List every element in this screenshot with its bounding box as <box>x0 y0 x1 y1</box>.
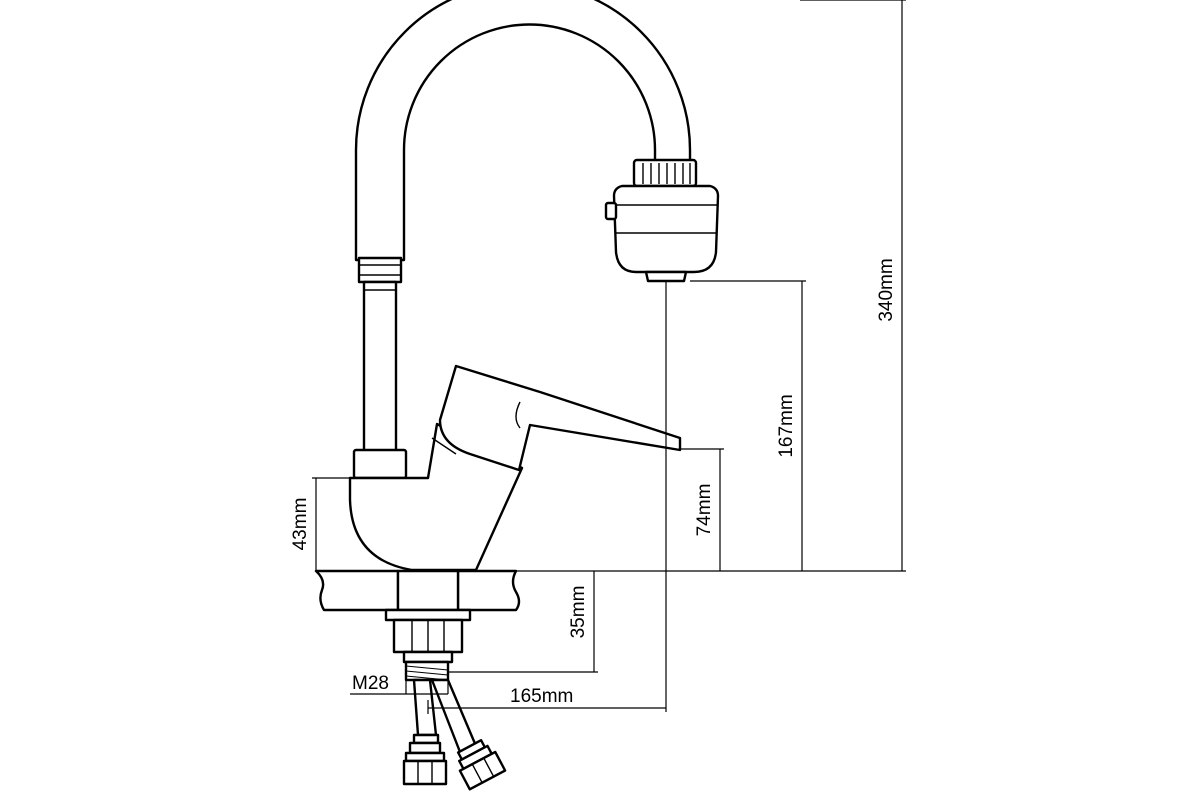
spray-head <box>604 158 720 283</box>
riser-base-nut <box>352 448 408 480</box>
dim-body-height: 43mm <box>290 498 311 551</box>
dim-total-height: 340mm <box>876 258 897 321</box>
dim-lever-height: 74mm <box>694 484 715 537</box>
lever-handle <box>431 364 682 472</box>
dimension-lines <box>312 0 906 714</box>
flexible-spout <box>354 0 692 262</box>
dim-thread: M28 <box>352 673 389 694</box>
spout-coupling <box>357 256 403 284</box>
countertop-section <box>314 569 521 612</box>
supply-hoses <box>402 678 507 791</box>
mounting-shank <box>384 569 472 682</box>
dim-spout-height: 167mm <box>776 394 797 457</box>
dim-shank-length: 35mm <box>568 586 589 639</box>
dim-reach: 165mm <box>510 686 573 707</box>
riser-pipe <box>362 280 398 454</box>
mixer-body <box>348 422 524 572</box>
